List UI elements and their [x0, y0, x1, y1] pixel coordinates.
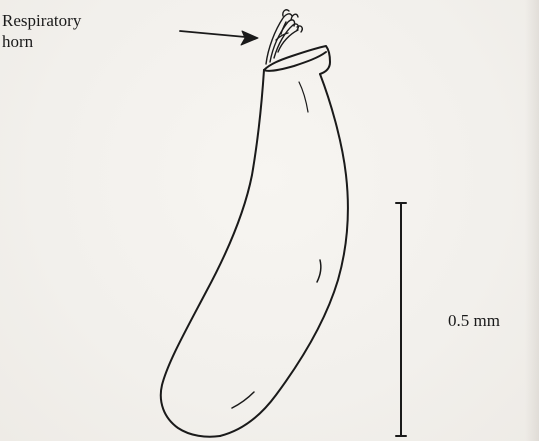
- respiratory-horn: [266, 10, 302, 64]
- pupa-body: [161, 46, 348, 437]
- scale-bar: [396, 203, 406, 436]
- annotation-arrow: [180, 31, 258, 45]
